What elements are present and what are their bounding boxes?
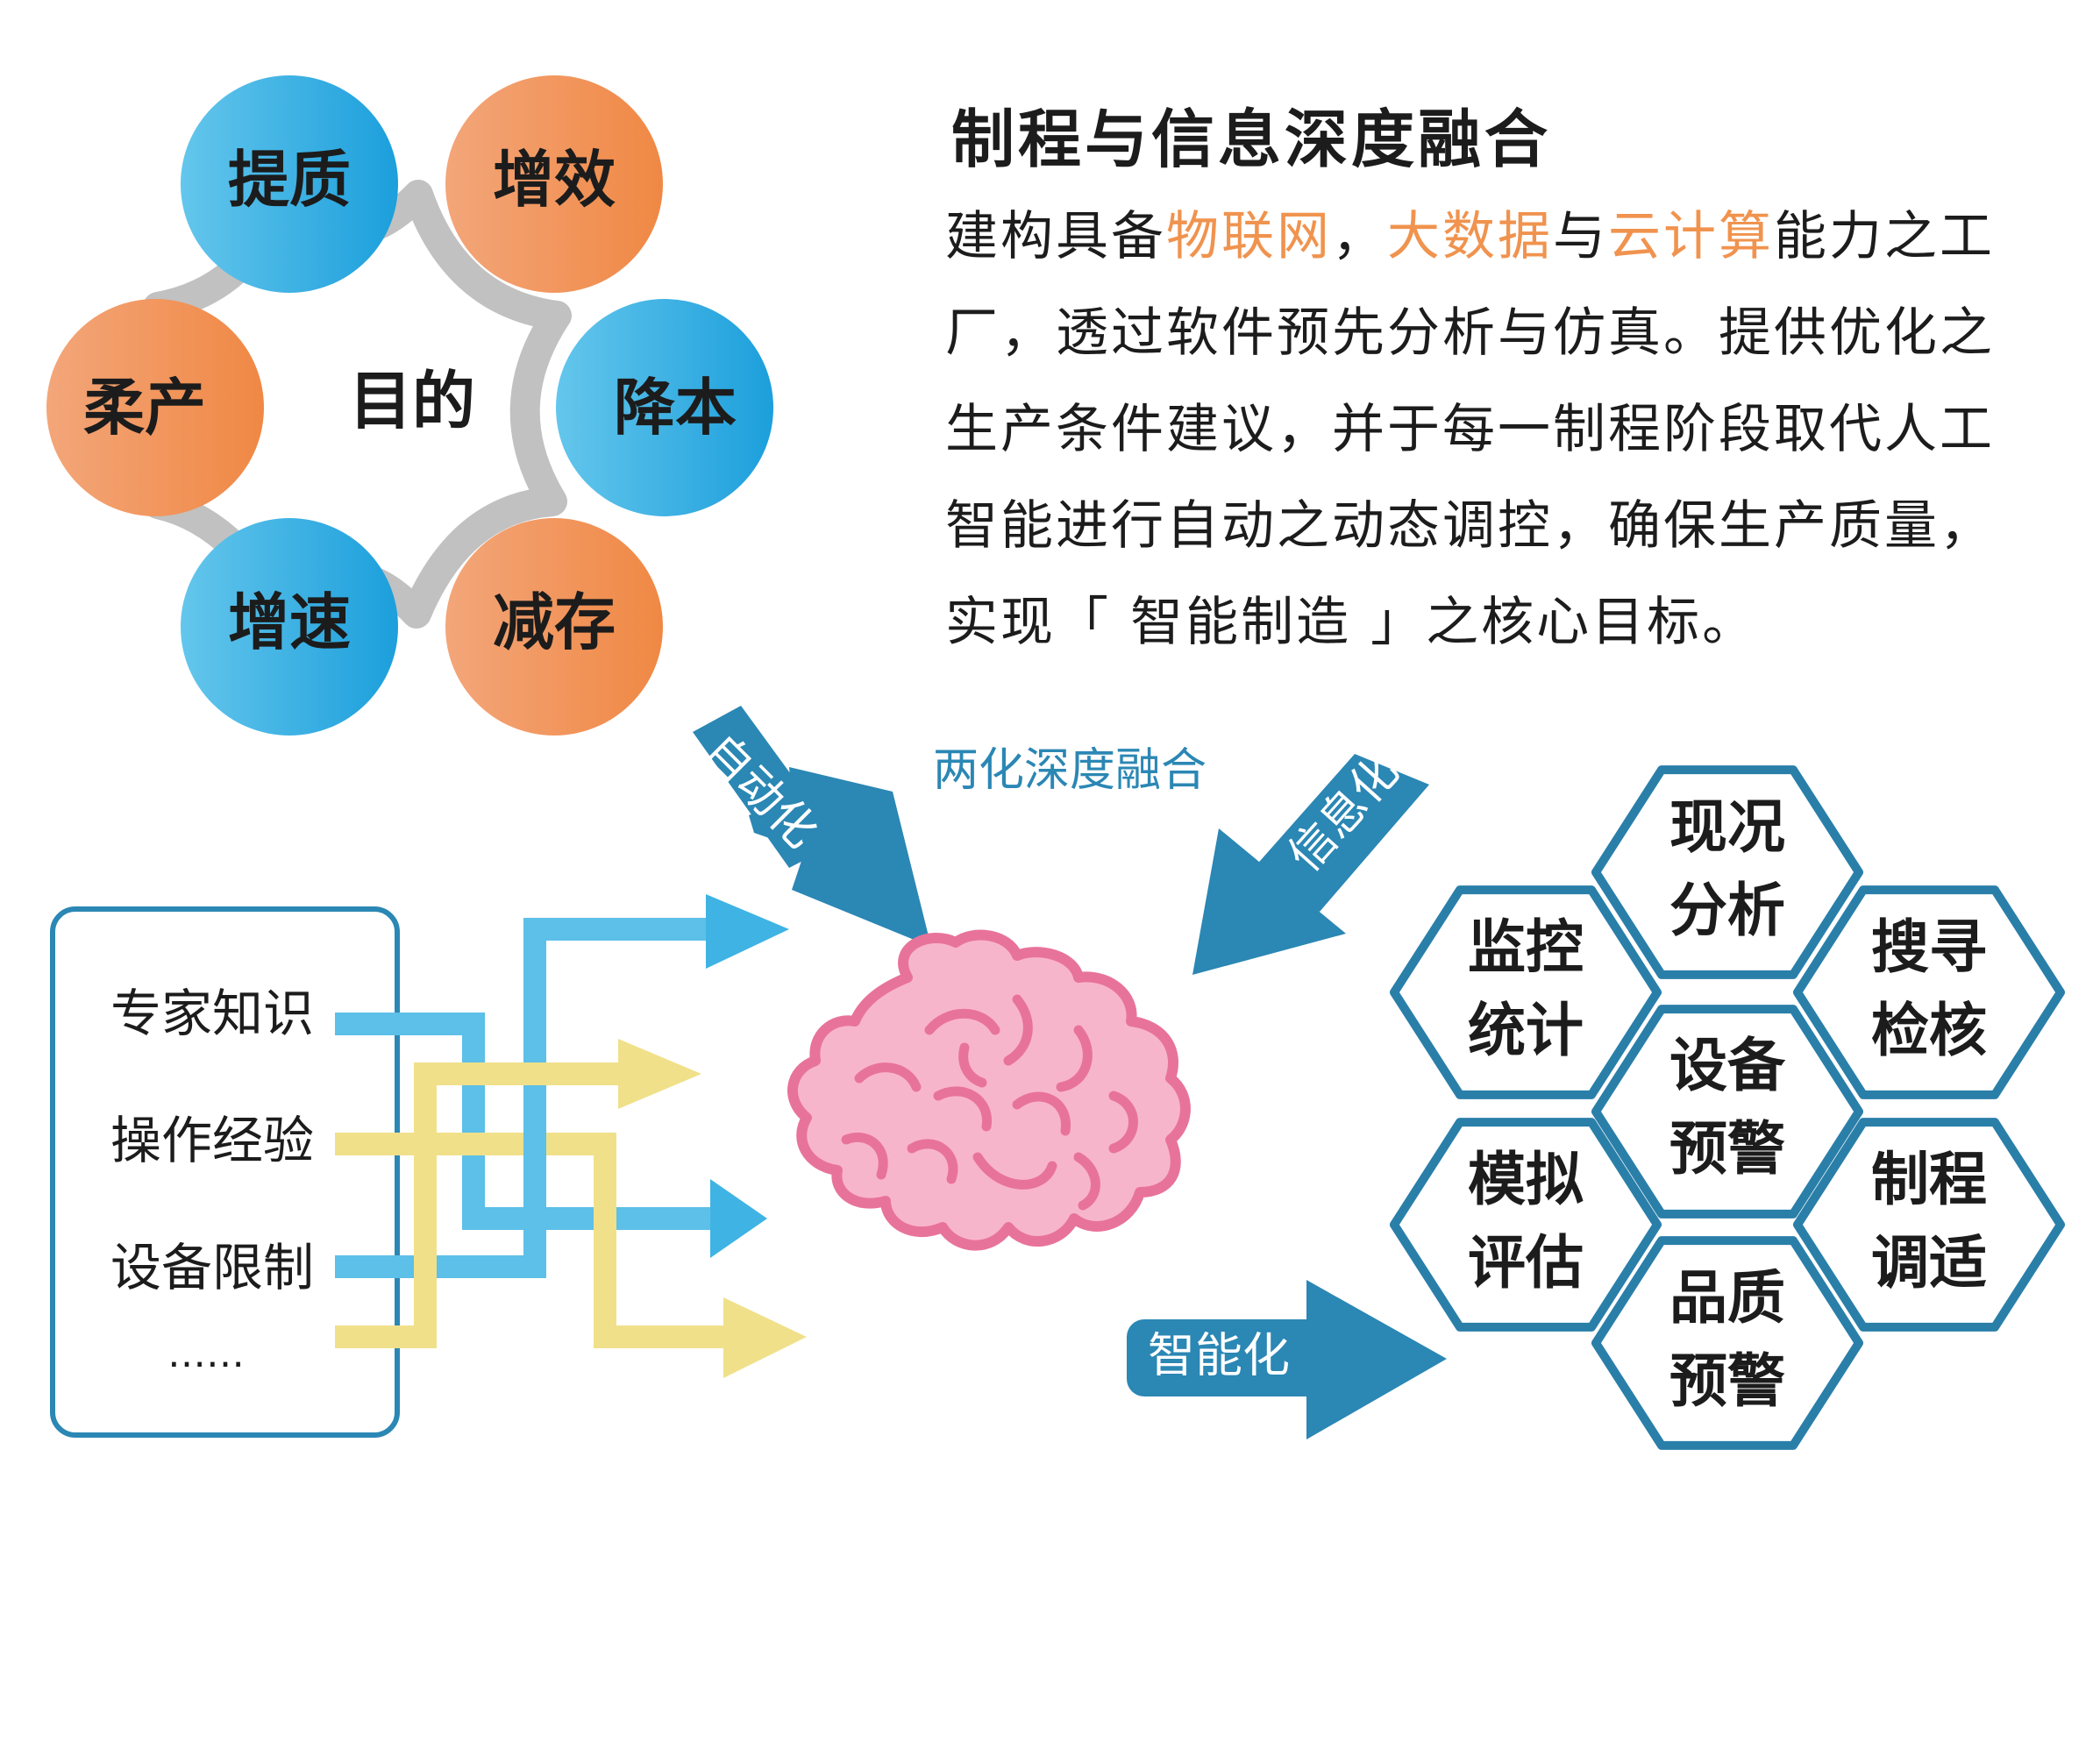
hexagon-frame [1793,1118,2065,1332]
brain-illustration [787,929,1191,1251]
goal-item-efficiency: 增效 [445,75,663,293]
goal-item-quality: 提质 [181,75,398,293]
input-item-more: …… [167,1332,245,1376]
goal-item-label: 降本 [614,372,737,444]
text-run: ， [1332,206,1387,267]
brain-outline [787,929,1191,1251]
goal-item-label: 减存 [493,586,616,658]
paragraph-line-2: 厂，透过软件预先分析与仿真。提供优化之 [945,302,1995,364]
input-item-equipment-limits: 设备限制 [110,1238,314,1297]
hexagon-frame [1591,765,1863,979]
goal-cycle: 目的 提质 增效 降本 减存 增速 柔产 [46,75,773,735]
hex-equipment-warning: 设备 预警 [1669,1032,1786,1183]
hex-monitor-statistics: 监控 统计 [1468,913,1584,1064]
arrow-body [703,710,754,712]
capability-hexagons: 现况 分析 监控 统计 搜寻 检核 设备 预警 模拟 评估 制程 调适 品质 预… [1468,793,1987,1415]
hex-process-adjustment: 制程 调适 [1871,1146,1987,1297]
goal-item-inventory-reduction: 减存 [445,518,663,735]
goal-item-flexible-production: 柔产 [46,299,264,516]
informatization-arrow: 信息化 [1192,745,1429,975]
hex-label-line: 评估 [1468,1229,1584,1297]
goal-item-cost-reduction: 降本 [556,299,773,516]
hexagon-frame [1390,1118,1662,1332]
hexagon-frame [1793,885,2065,1099]
hex-label-line: 预警 [1669,1347,1785,1415]
goal-item-label: 增效 [493,144,616,216]
highlight-iot: 物联网 [1166,206,1332,267]
goal-circle [181,518,398,735]
flow-arrowhead [723,1297,807,1378]
text-run: 建构具备 [945,206,1166,267]
paragraph-line-1: 建构具备物联网，大数据与云计算能力之工 [945,188,2050,285]
hexagon-frame [1390,885,1662,1099]
flow-arrowhead [618,1039,701,1109]
flow-line-more [335,1062,649,1348]
flow-arrowhead [710,1179,767,1258]
hex-label-line: 检核 [1871,997,1987,1064]
flow-line-operating-experience [335,1133,728,1348]
flow-arrowhead [706,894,789,969]
hex-frames [1390,765,2065,1450]
arrow-body-block [1127,1319,1324,1396]
brain-folds [841,994,1138,1211]
goal-item-label: 提质 [228,144,351,216]
hex-label-line: 分析 [1669,877,1785,944]
hex-label-line: 监控 [1468,913,1584,981]
goal-item-label: 增速 [228,586,351,658]
hexagon-frame [1591,1236,1863,1450]
goal-item-speed: 增速 [181,518,398,735]
hex-status-analysis: 现况 分析 [1669,793,1785,944]
hex-label-line: 模拟 [1468,1146,1584,1213]
hexagon-frame [1591,1005,1863,1219]
goal-circle [556,299,773,516]
arrow-head [1192,828,1346,975]
hex-search-check: 搜寻 检核 [1871,913,1987,1064]
hex-label-line: 预警 [1669,1115,1785,1183]
arrow-body-block [693,706,840,868]
goal-circle [181,75,398,293]
hex-label-line: 品质 [1669,1264,1785,1332]
hex-quality-warning: 品质 预警 [1669,1264,1785,1415]
text-run: 与 [1553,206,1608,267]
paragraph-line-4: 智能进行自动之动态调控，确保生产质量， [945,495,1995,557]
intelligence-arrow: 智能化 [1127,1280,1447,1439]
goal-item-label: 柔产 [83,372,206,444]
paragraph-line-3: 生产条件建议，并于每一制程阶段取代人工 [945,399,1995,460]
hex-simulation-evaluation: 模拟 评估 [1468,1146,1584,1297]
goal-circle [46,299,264,516]
input-box-frame [50,906,400,1438]
hex-label-line: 制程 [1871,1146,1987,1213]
intelligence-label: 智能化 [1148,1328,1290,1383]
input-box: 专家知识 操作经验 设备限制 …… [50,906,400,1438]
arrow-body-block [1254,754,1429,912]
input-item-expert-knowledge: 专家知识 [110,984,314,1043]
goal-center-label: 目的 [349,365,475,438]
highlight-cloud: 云计算 [1608,206,1774,267]
paragraph-line-5: 实现「 智能制造 」之核心目标。 [945,592,1758,653]
hex-label-line: 统计 [1468,997,1584,1064]
flow-lines [335,894,807,1378]
description-paragraph: 建构具备物联网，大数据与云计算能力之工 厂，透过软件预先分析与仿真。提供优化之 … [945,188,2050,671]
hex-label-line: 设备 [1669,1032,1786,1099]
goal-circle [445,75,663,293]
hex-label-line: 现况 [1669,793,1785,861]
arrow-head [1306,1280,1447,1439]
goal-circle [445,518,663,735]
page-title: 制程与信息深度融合 [951,103,1552,176]
highlight-big-data: 大数据 [1387,206,1553,267]
hex-label-line: 调适 [1871,1229,1987,1297]
hex-label-line: 搜寻 [1871,913,1987,981]
input-item-operating-experience: 操作经验 [110,1111,314,1170]
text-run: 能力之工 [1774,206,1995,267]
integration-title: 两化深度融合 [933,744,1207,797]
